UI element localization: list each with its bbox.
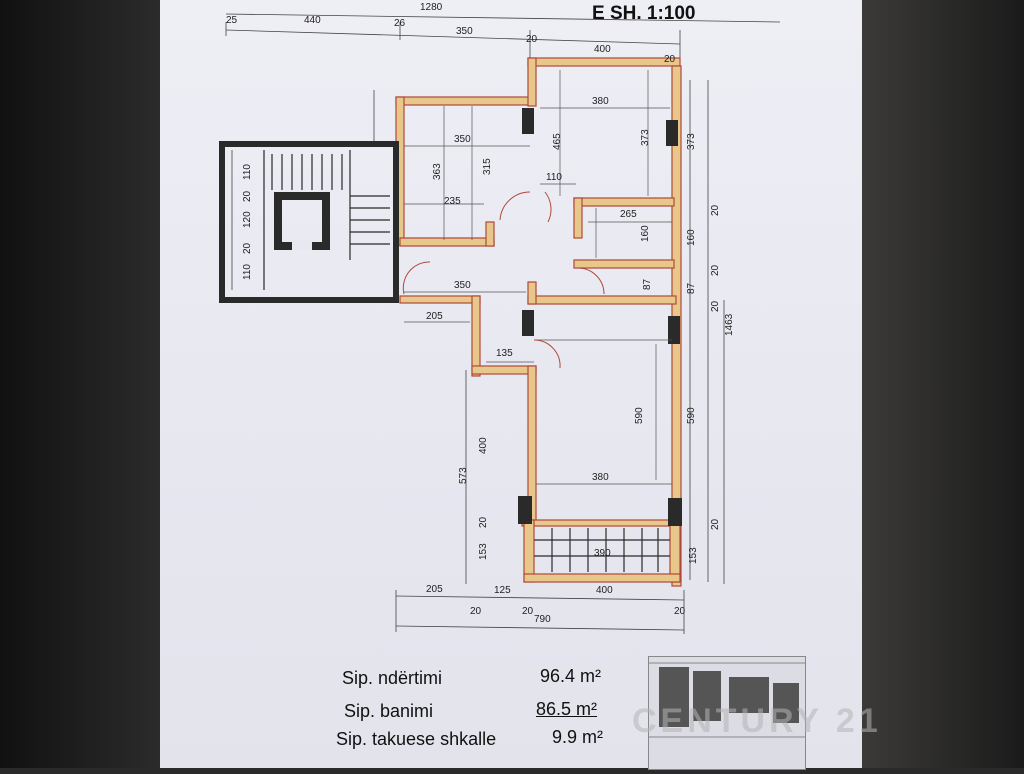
dim-top: 25 bbox=[226, 15, 238, 26]
dim-right: 373 bbox=[686, 133, 697, 150]
dim-room: 373 bbox=[640, 129, 651, 146]
dim-stair: 110 bbox=[242, 264, 253, 280]
dim-bottom: 20 bbox=[674, 606, 686, 617]
dim-room: 465 bbox=[552, 133, 563, 150]
dim-room: 363 bbox=[432, 163, 443, 180]
dim-right: 20 bbox=[710, 518, 721, 530]
dim-stair: 20 bbox=[242, 190, 253, 202]
dim-room: 110 bbox=[546, 172, 562, 183]
dim-room: 235 bbox=[444, 196, 461, 207]
area-label-stair-share: Sip. takuese shkalle bbox=[336, 729, 497, 749]
dim-right: 160 bbox=[686, 229, 697, 246]
dim-room: 153 bbox=[478, 543, 489, 560]
area-label-construction: Sip. ndërtimi bbox=[342, 668, 443, 688]
dim-room: 590 bbox=[634, 407, 645, 424]
dim-room: 205 bbox=[426, 311, 443, 322]
dim-room: 20 bbox=[478, 516, 489, 528]
dim-top: 26 bbox=[394, 18, 406, 29]
dim-bottom: 20 bbox=[522, 606, 534, 617]
dim-room: 265 bbox=[620, 209, 637, 220]
dim-room: 400 bbox=[478, 437, 489, 454]
dim-top: 350 bbox=[456, 26, 473, 37]
area-label-living: Sip. banimi bbox=[344, 701, 434, 721]
dim-right: 20 bbox=[710, 264, 721, 276]
floor-plan-sheet bbox=[160, 0, 862, 768]
dim-bottom: 125 bbox=[494, 585, 511, 596]
dim-top: 400 bbox=[594, 44, 611, 55]
dim-right: 87 bbox=[686, 282, 697, 294]
dim-room: 390 bbox=[594, 548, 611, 559]
sheet-title: E SH. 1:100 bbox=[592, 3, 696, 24]
dim-top: 20 bbox=[526, 34, 538, 45]
dim-room: 160 bbox=[640, 225, 651, 242]
dim-room: 135 bbox=[496, 348, 513, 359]
site-plan-thumbnail-drawing bbox=[649, 662, 805, 738]
dim-room: 573 bbox=[458, 467, 469, 484]
dim-bottom-total: 790 bbox=[534, 614, 551, 625]
dim-right: 1463 bbox=[724, 313, 735, 336]
background-left bbox=[0, 0, 160, 768]
dim-room: 350 bbox=[454, 280, 471, 291]
dim-total-width: 1280 bbox=[420, 2, 443, 13]
dim-room: 380 bbox=[592, 472, 609, 483]
background-right bbox=[862, 0, 1024, 768]
area-value-stair-share: 9.9 m² bbox=[552, 727, 604, 747]
dim-right: 153 bbox=[688, 547, 699, 564]
dim-top: 20 bbox=[664, 54, 676, 65]
dim-room: 87 bbox=[642, 278, 653, 290]
dim-room: 350 bbox=[454, 134, 471, 145]
dim-stair: 110 bbox=[242, 164, 253, 180]
watermark-logo: CENTURY 21 bbox=[632, 702, 882, 740]
dim-stair: 20 bbox=[242, 242, 253, 254]
dim-right: 20 bbox=[710, 300, 721, 312]
dim-right: 20 bbox=[710, 204, 721, 216]
dim-room: 380 bbox=[592, 96, 609, 107]
dim-bottom: 20 bbox=[470, 606, 482, 617]
area-value-living: 86.5 m² bbox=[536, 699, 598, 719]
dim-room: 315 bbox=[482, 158, 493, 175]
dim-stair: 120 bbox=[242, 211, 253, 228]
dim-right: 590 bbox=[686, 407, 697, 424]
area-value-construction: 96.4 m² bbox=[540, 666, 602, 686]
dim-bottom: 205 bbox=[426, 584, 443, 595]
dim-top: 440 bbox=[304, 15, 321, 26]
dim-bottom: 400 bbox=[596, 585, 613, 596]
